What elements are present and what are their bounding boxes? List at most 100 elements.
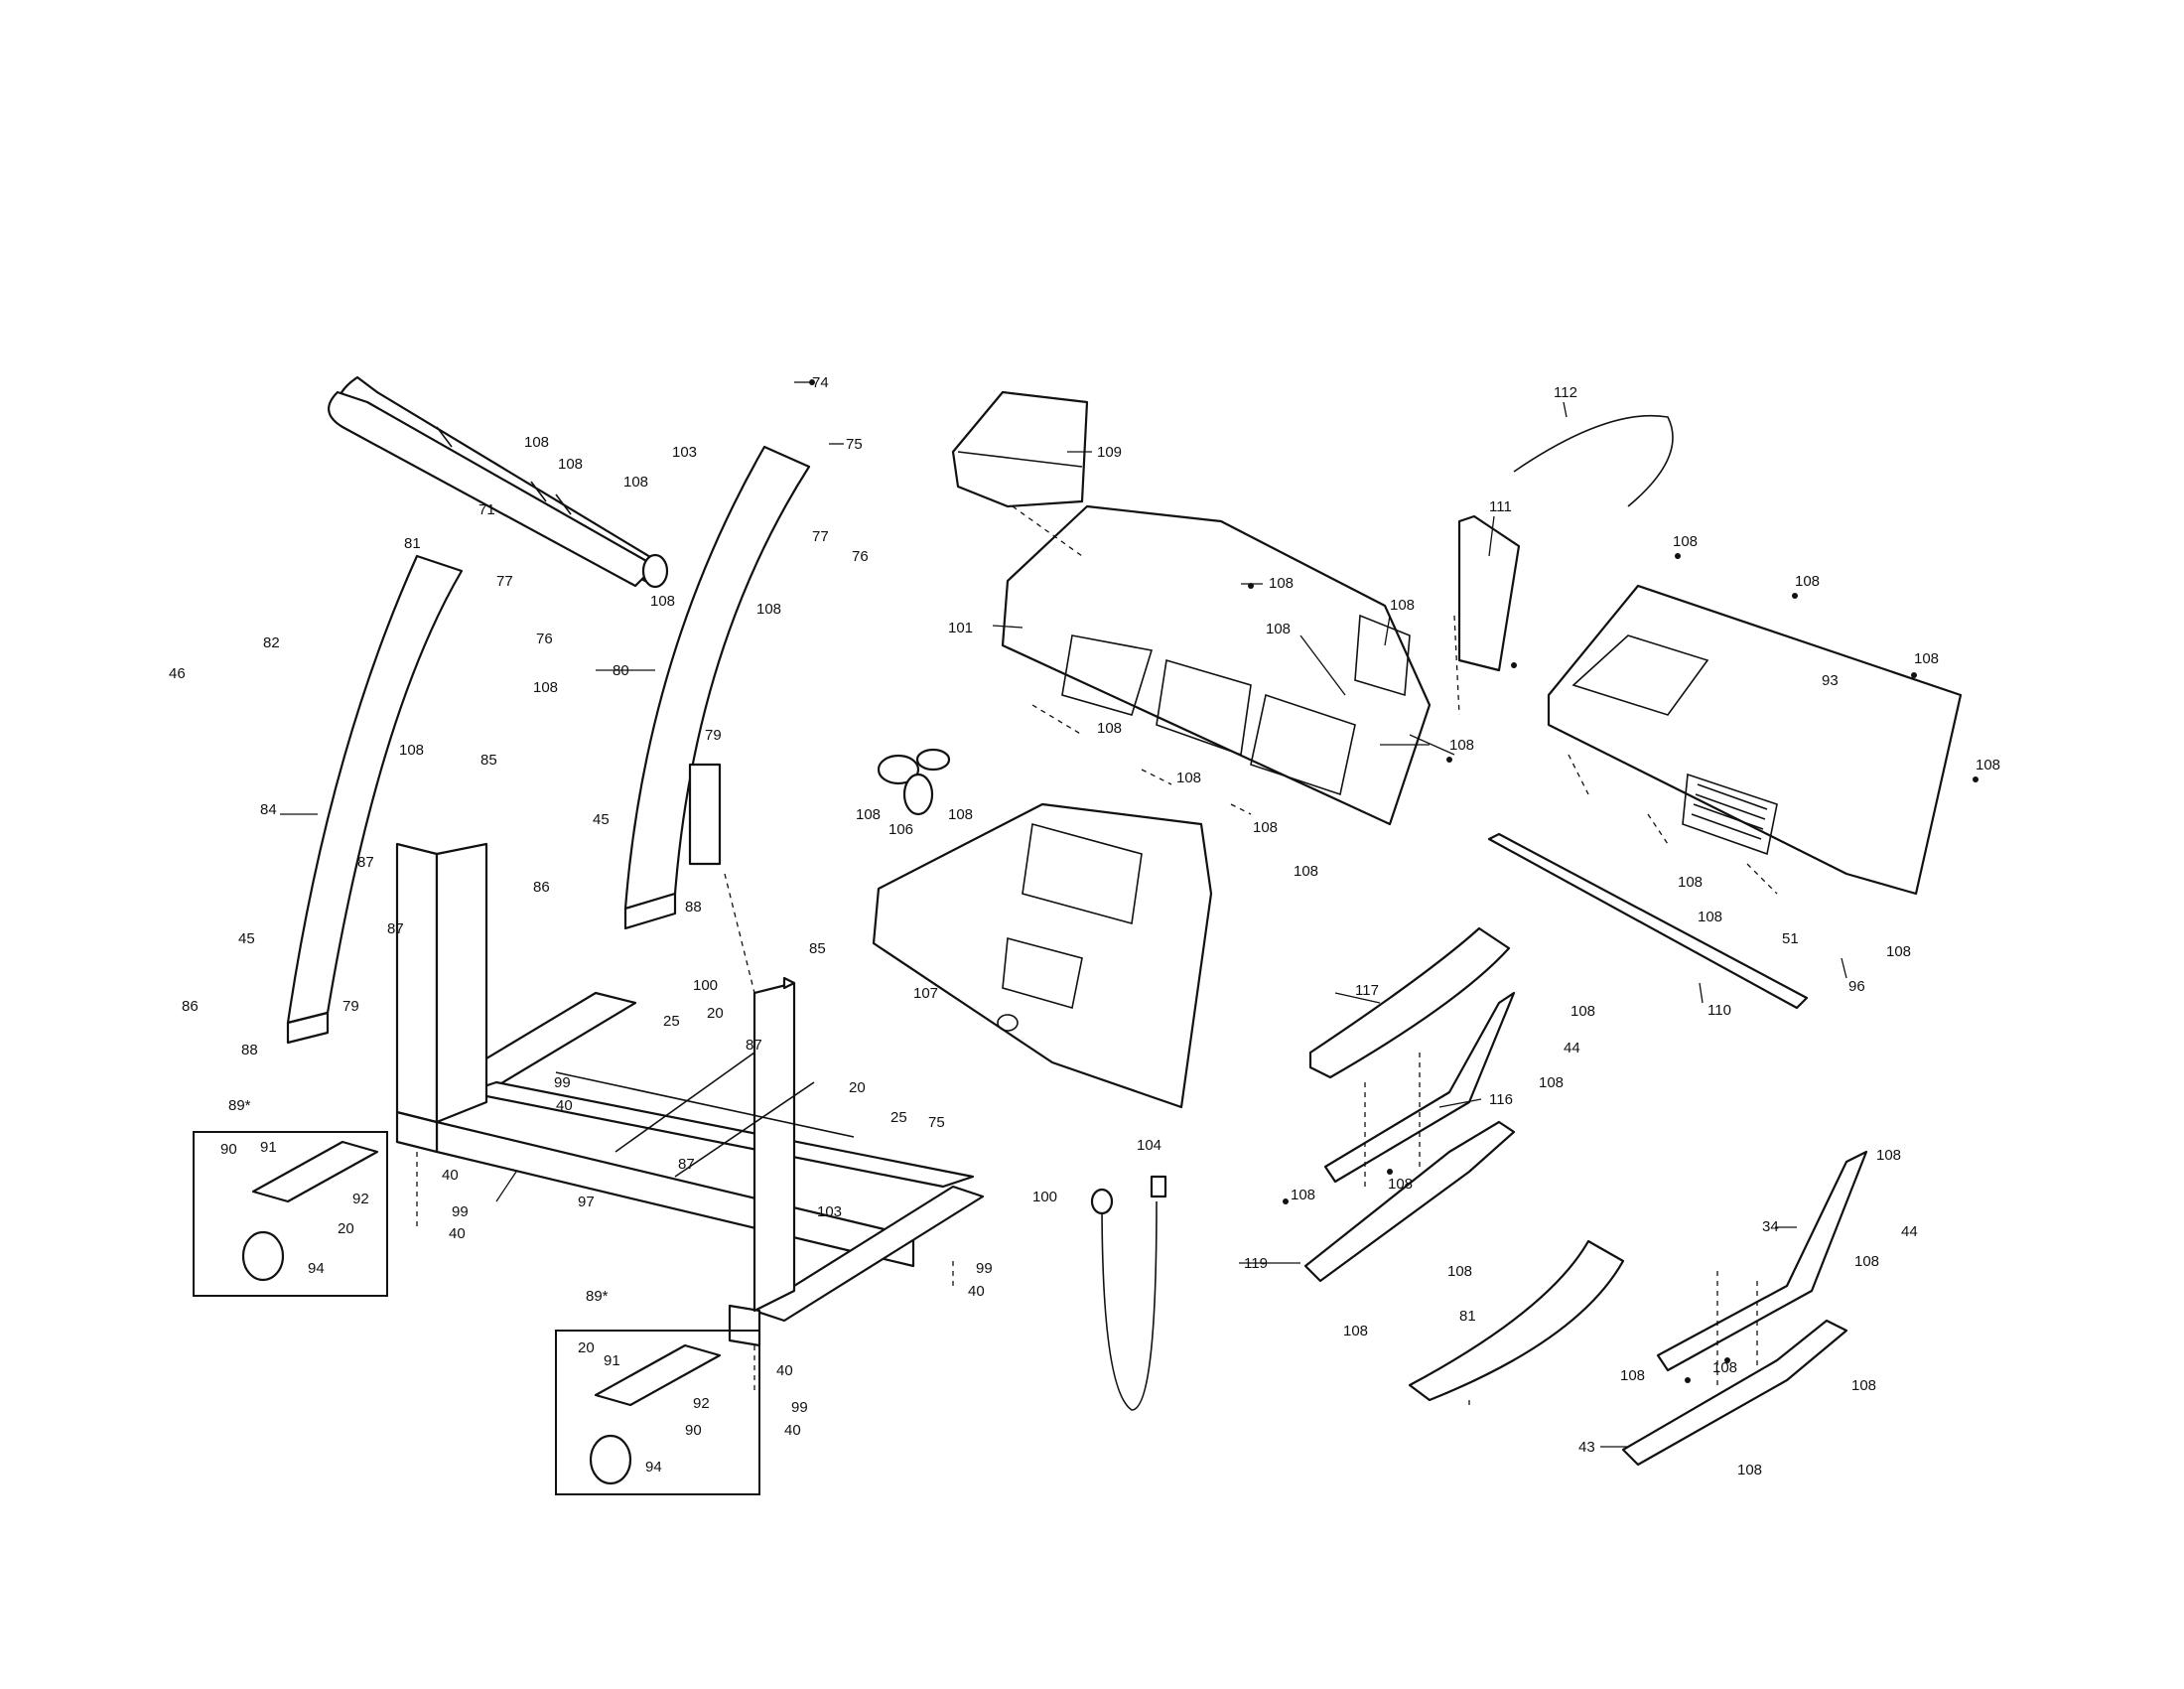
callout: 108	[1176, 770, 1201, 786]
callout: 40	[449, 1225, 466, 1242]
fan-106	[877, 748, 951, 816]
hood-107	[872, 802, 1213, 1109]
callout: 92	[352, 1191, 369, 1207]
caster-inset-right	[555, 1330, 760, 1495]
callout: 74	[812, 374, 829, 391]
callout: 116	[1489, 1091, 1513, 1108]
rail-43	[1621, 1319, 1848, 1467]
callout: 81	[404, 535, 421, 552]
callout: 87	[357, 854, 374, 871]
callout: 40	[556, 1097, 573, 1114]
callout: 108	[1876, 1147, 1901, 1164]
callout: 96	[1848, 978, 1865, 995]
callout: 92	[693, 1395, 710, 1412]
callout: 108	[1976, 757, 2000, 774]
callout: 94	[308, 1260, 325, 1277]
callout: 40	[442, 1167, 459, 1184]
callout: 108	[1737, 1462, 1762, 1478]
callout: 112	[1554, 384, 1577, 401]
handlebar-71	[328, 375, 669, 589]
callout: 108	[650, 593, 675, 610]
leaders	[280, 379, 1979, 1448]
callout: 75	[928, 1114, 945, 1131]
callout: 76	[536, 631, 553, 647]
callout: 117	[1355, 982, 1379, 999]
callout: 97	[578, 1194, 595, 1210]
callout: 94	[645, 1459, 662, 1476]
callout: 77	[496, 573, 513, 590]
callout: 20	[849, 1079, 866, 1096]
callout: 108	[1266, 621, 1291, 637]
rail-119	[1303, 1120, 1516, 1283]
callout: 44	[1564, 1040, 1580, 1056]
foot-rail-117	[1308, 926, 1511, 1079]
callout: 77	[812, 528, 829, 545]
callout: 108	[1291, 1187, 1315, 1203]
callout: 91	[260, 1139, 277, 1156]
callout: 40	[776, 1362, 793, 1379]
console-base-101	[1001, 504, 1432, 826]
callout: 87	[387, 920, 404, 937]
callout: 45	[593, 811, 610, 828]
rail-116	[1323, 991, 1516, 1184]
callout: 108	[856, 806, 881, 823]
callout: 101	[948, 620, 973, 636]
callout: 111	[1489, 498, 1512, 515]
callout: 106	[888, 821, 913, 838]
callout: 85	[809, 940, 826, 957]
foot-rail-81-bottom	[1408, 1239, 1625, 1402]
callout: 100	[1032, 1189, 1057, 1205]
callout: 51	[1782, 930, 1799, 947]
callout: 20	[338, 1220, 354, 1237]
callout: 110	[1707, 1002, 1731, 1019]
callout: 99	[976, 1260, 993, 1277]
callout: 107	[913, 985, 938, 1002]
callout: 108	[948, 806, 973, 823]
callout: 44	[1901, 1223, 1918, 1240]
callout: 45	[238, 930, 255, 947]
rail-34	[1656, 1150, 1868, 1372]
callout: 40	[968, 1283, 985, 1300]
callout: 90	[685, 1422, 702, 1439]
callout: 108	[399, 742, 424, 759]
callout: 108	[524, 434, 549, 451]
callout: 90	[220, 1141, 237, 1158]
callout: 25	[890, 1109, 907, 1126]
callout: 108	[1097, 720, 1122, 737]
callout: 108	[1570, 1003, 1595, 1020]
callout: 108	[1914, 650, 1939, 667]
callout: 84	[260, 801, 277, 818]
sensor-cup-111	[1457, 514, 1521, 672]
callout: 43	[1578, 1439, 1595, 1456]
console-cover-93	[1547, 584, 1963, 896]
callout: 108	[1294, 863, 1318, 880]
callout: 76	[852, 548, 869, 565]
callout: 108	[1449, 737, 1474, 754]
callout: 88	[241, 1042, 258, 1058]
crossbar-110	[1487, 832, 1809, 1010]
left-upright-84	[286, 554, 464, 1045]
callout: 108	[1620, 1367, 1645, 1384]
callout: 99	[791, 1399, 808, 1416]
callout: 108	[533, 679, 558, 696]
callout: 75	[846, 436, 863, 453]
callout: 108	[1343, 1323, 1368, 1339]
callout: 79	[342, 998, 359, 1015]
callout: 108	[1851, 1377, 1876, 1394]
callout: 100	[693, 977, 718, 994]
callout: 108	[1795, 573, 1820, 590]
callout: 20	[707, 1005, 724, 1022]
callout: 82	[263, 634, 280, 651]
base-frame-97	[395, 842, 985, 1347]
callout: 108	[1886, 943, 1911, 960]
belt-104	[1090, 1175, 1167, 1411]
callout: 25	[663, 1013, 680, 1030]
callout: 108	[1390, 597, 1415, 614]
callout: 86	[182, 998, 199, 1015]
callout: 40	[784, 1422, 801, 1439]
callout: 109	[1097, 444, 1122, 461]
callout: 108	[1854, 1253, 1879, 1270]
right-upright-80	[623, 445, 811, 930]
callout: 108	[558, 456, 583, 473]
callout: 108	[1447, 1263, 1472, 1280]
